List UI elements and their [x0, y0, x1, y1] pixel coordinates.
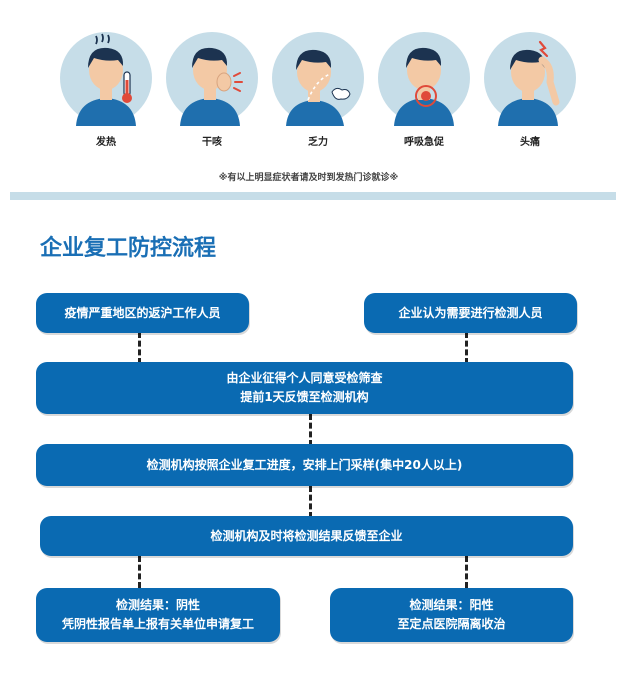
symptom-label: 发热: [96, 137, 116, 148]
symptom-headache: 头痛: [482, 30, 578, 148]
page-title: 企业复工防控流程: [40, 236, 217, 261]
flow-box-text: 由企业征得个人同意受检筛查: [226, 371, 383, 385]
connector-3: [309, 414, 312, 446]
connector-6: [465, 556, 468, 588]
symptom-shortness-of-breath: 呼吸急促: [376, 30, 472, 148]
symptoms-section: 发热 干咳 乏力: [0, 0, 617, 190]
flow-box-text: 检测结果：阴性: [115, 598, 200, 612]
flow-box-text: 检测结果：阳性: [409, 598, 494, 612]
symptom-fever: 发热: [58, 30, 154, 148]
symptom-notice: ※有以上明显症状者请及时到发热门诊就诊※: [218, 173, 399, 183]
fever-icon: [60, 32, 152, 126]
connector-2: [465, 332, 468, 364]
flow-box-text: 至定点医院隔离收治: [397, 617, 506, 631]
headache-icon: [484, 32, 576, 126]
flow-box-text: 疫情严重地区的返沪工作人员: [64, 305, 221, 320]
symptom-label: 干咳: [202, 137, 222, 148]
flow-box-result-feedback: 检测机构及时将检测结果反馈至企业: [40, 516, 573, 556]
flow-box-positive-result: 检测结果：阳性 至定点医院隔离收治: [330, 588, 573, 642]
flow-box-company-testing: 企业认为需要进行检测人员: [364, 293, 577, 333]
flow-box-text: 企业认为需要进行检测人员: [398, 305, 543, 320]
flow-box-consent-screening: 由企业征得个人同意受检筛查 提前1天反馈至检测机构: [36, 362, 573, 414]
symptom-label: 呼吸急促: [404, 137, 444, 148]
flow-box-returning-workers: 疫情严重地区的返沪工作人员: [36, 293, 249, 333]
symptom-label: 乏力: [308, 137, 328, 148]
connector-5: [138, 556, 141, 588]
symptom-label: 头痛: [520, 137, 540, 148]
flow-box-text: 检测机构及时将检测结果反馈至企业: [210, 528, 403, 543]
fatigue-icon: [272, 32, 364, 126]
connector-4: [309, 486, 312, 518]
flow-box-text: 检测机构按照企业复工进度，安排上门采样(集中20人以上): [146, 457, 463, 472]
dry-cough-icon: [166, 32, 258, 126]
shortness-of-breath-icon: [378, 32, 470, 126]
symptom-fatigue: 乏力: [270, 30, 366, 148]
flow-box-sampling: 检测机构按照企业复工进度，安排上门采样(集中20人以上): [36, 444, 573, 486]
flow-box-negative-result: 检测结果：阴性 凭阴性报告单上报有关单位申请复工: [36, 588, 280, 642]
symptom-dry-cough: 干咳: [164, 30, 260, 148]
connector-1: [138, 332, 141, 364]
flow-box-text: 提前1天反馈至检测机构: [240, 390, 369, 404]
flow-box-text: 凭阴性报告单上报有关单位申请复工: [61, 617, 254, 631]
section-divider: [10, 192, 616, 200]
